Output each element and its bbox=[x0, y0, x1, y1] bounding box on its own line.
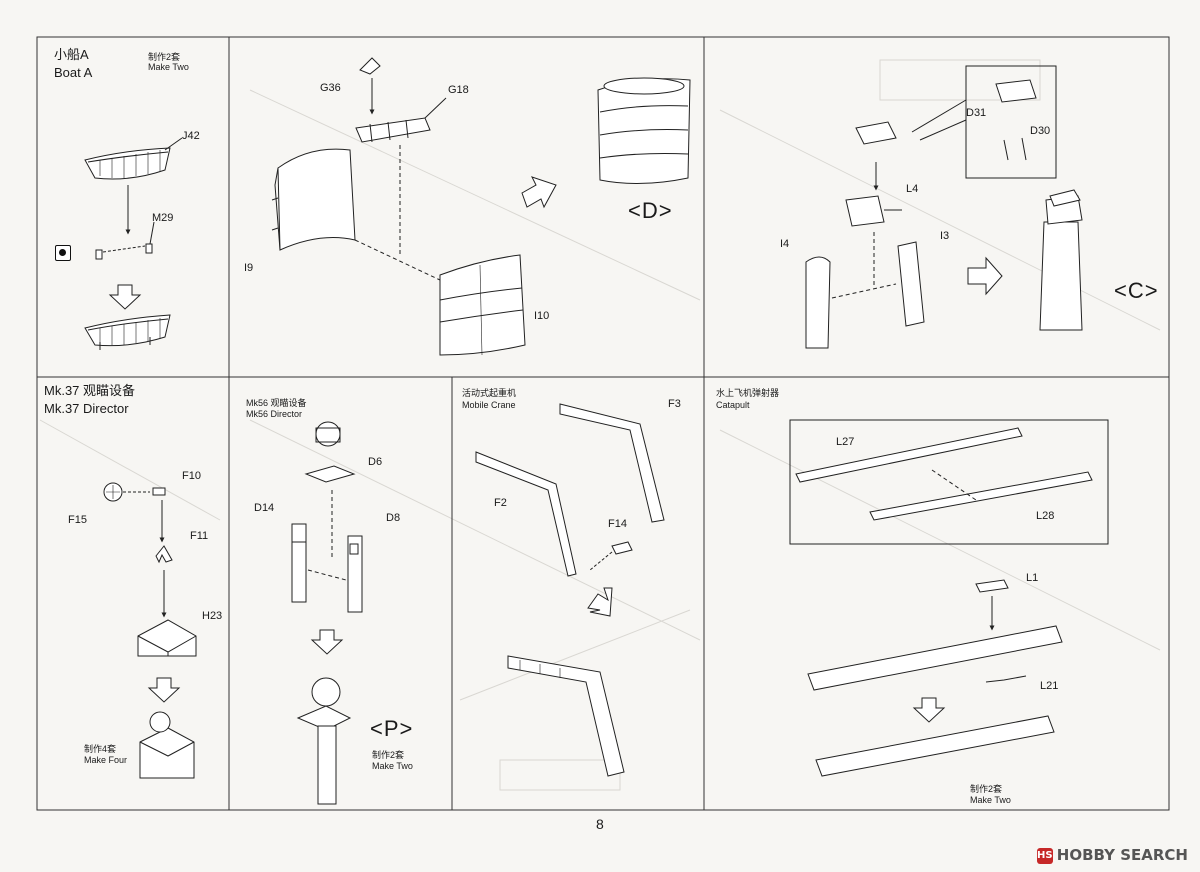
tower-diagram bbox=[805, 65, 1083, 349]
part-label: F11 bbox=[190, 530, 209, 542]
part-label: L27 bbox=[836, 436, 855, 448]
mk56-title-en: Mk56 Director bbox=[246, 409, 303, 419]
i4-part bbox=[805, 256, 831, 349]
l4-part bbox=[845, 195, 885, 227]
part-label: G18 bbox=[448, 84, 469, 96]
boat-a-diagram bbox=[84, 137, 183, 350]
background-ghost-print bbox=[39, 59, 1161, 791]
d6-part bbox=[304, 465, 356, 483]
part-label: I4 bbox=[780, 238, 790, 250]
part-label: D6 bbox=[368, 456, 383, 468]
mk56-qty-zh: 制作2套 bbox=[372, 750, 405, 760]
part-label: F3 bbox=[668, 398, 681, 410]
l28-part bbox=[869, 471, 1093, 521]
part-label: I3 bbox=[940, 230, 950, 242]
part-label: L1 bbox=[1026, 572, 1039, 584]
part-label: H23 bbox=[202, 610, 223, 622]
mk56-title-zh: Mk56 观瞄设备 bbox=[246, 398, 307, 408]
g18-part bbox=[355, 117, 431, 143]
part-label: M29 bbox=[152, 212, 174, 224]
i3-part bbox=[897, 241, 925, 327]
part-label: G36 bbox=[320, 82, 341, 94]
step-arrow bbox=[310, 629, 344, 655]
part-label: L21 bbox=[1040, 680, 1059, 692]
mk56-diagram bbox=[291, 421, 363, 805]
l1-part bbox=[975, 579, 1009, 593]
catapult-diagram bbox=[789, 419, 1109, 777]
step-arrow bbox=[147, 677, 181, 703]
catapult-title-en: Catapult bbox=[716, 400, 750, 410]
watermark-text: HOBBY SEARCH bbox=[1056, 846, 1188, 864]
assembly-marker-c: <C> bbox=[1114, 278, 1159, 303]
boat-a-title-en: Boat A bbox=[54, 65, 93, 80]
mk37-title-en: Mk.37 Director bbox=[44, 401, 129, 416]
mk37-qty-zh: 制作4套 bbox=[84, 744, 117, 754]
step-arrow-right bbox=[521, 176, 557, 209]
d8-part bbox=[347, 535, 363, 613]
part-label: D8 bbox=[386, 512, 401, 524]
part-label: F14 bbox=[608, 518, 627, 530]
part-label: F2 bbox=[494, 497, 507, 509]
mk56-qty-en: Make Two bbox=[372, 761, 413, 771]
panel-grid bbox=[36, 36, 1170, 811]
step-arrow-diag bbox=[587, 587, 613, 617]
step-arrow bbox=[108, 284, 142, 310]
part-label: J42 bbox=[182, 130, 200, 142]
part-label: L28 bbox=[1036, 510, 1055, 522]
f3-part bbox=[559, 403, 665, 523]
part-label: I10 bbox=[534, 310, 550, 322]
d31-housing bbox=[855, 121, 897, 145]
i10-part bbox=[439, 254, 526, 356]
boat-a-qty-zh: 制作2套 bbox=[148, 52, 181, 62]
crane-diagram bbox=[475, 403, 665, 777]
catapult-title-zh: 水上飞机弹射器 bbox=[716, 388, 780, 398]
catapult-qty-zh: 制作2套 bbox=[970, 784, 1003, 794]
hobby-search-logo-icon: HS bbox=[1036, 848, 1053, 864]
c-assembly-result bbox=[1039, 221, 1083, 331]
assembly-marker-d: <D> bbox=[628, 198, 673, 223]
mk37-qty-en: Make Four bbox=[84, 755, 128, 765]
part-label: D31 bbox=[966, 107, 987, 119]
l27-part bbox=[795, 427, 1023, 483]
crane-title-zh: 活动式起重机 bbox=[462, 388, 517, 398]
f14-part bbox=[611, 541, 633, 555]
bridge-diagram bbox=[271, 57, 691, 356]
mk37-diagram bbox=[103, 482, 197, 779]
part-label: L4 bbox=[906, 183, 919, 195]
boat-a-title-zh: 小船A bbox=[54, 47, 89, 62]
f2-part bbox=[475, 451, 577, 577]
g36-part bbox=[359, 57, 381, 75]
part-label: I9 bbox=[244, 262, 254, 274]
detail-box bbox=[789, 419, 1109, 545]
step-arrow-right bbox=[967, 256, 1003, 296]
glue-icon bbox=[55, 245, 71, 261]
part-label: F15 bbox=[68, 514, 87, 526]
part-label: D30 bbox=[1030, 125, 1051, 137]
boat-a-qty-en: Make Two bbox=[148, 62, 189, 72]
mk37-title-zh: Mk.37 观瞄设备 bbox=[44, 383, 136, 398]
f11-part bbox=[155, 545, 173, 564]
crane-title-en: Mobile Crane bbox=[462, 400, 516, 410]
page-number: 8 bbox=[596, 816, 604, 832]
i9-part bbox=[277, 148, 356, 251]
assembly-marker-p: <P> bbox=[370, 716, 414, 741]
h23-part bbox=[137, 619, 197, 657]
detail-box bbox=[965, 65, 1057, 179]
boat-hull-part bbox=[84, 147, 171, 180]
part-label: F10 bbox=[182, 470, 201, 482]
step-arrow bbox=[912, 697, 946, 723]
catapult-qty-en: Make Two bbox=[970, 795, 1011, 805]
part-label: D14 bbox=[254, 502, 275, 514]
